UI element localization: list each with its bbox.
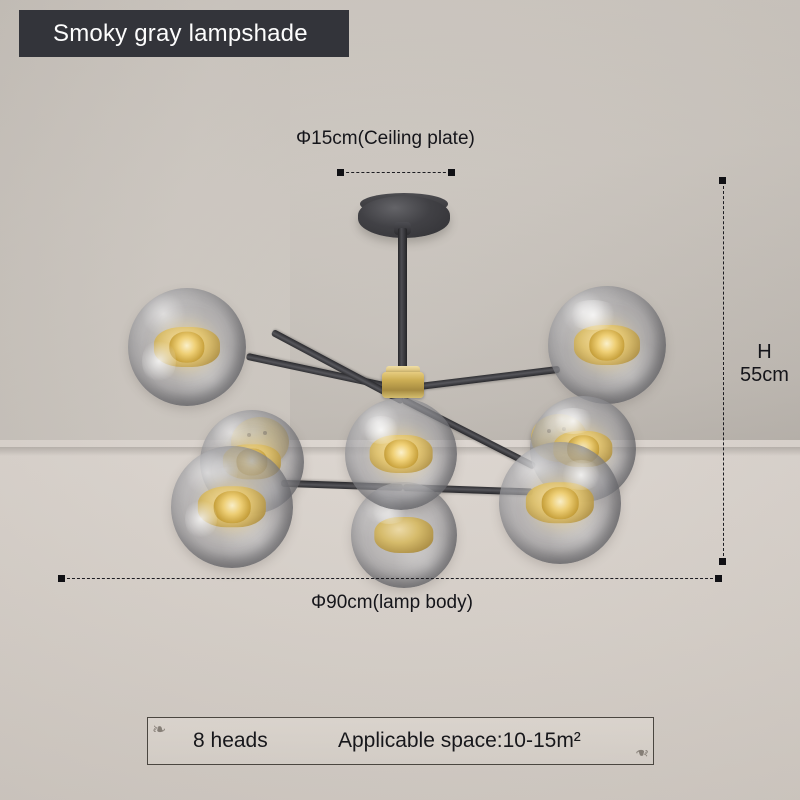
title-text: Smoky gray lampshade xyxy=(53,19,308,47)
dimension-tick xyxy=(58,575,65,582)
height-dimension-line xyxy=(723,181,724,561)
dimension-tick xyxy=(719,558,726,565)
dimension-tick xyxy=(337,169,344,176)
lamp-body-dimension-label: Φ90cm(lamp body) xyxy=(311,592,473,613)
globe-upper-right xyxy=(548,286,666,404)
globe-center xyxy=(345,398,457,510)
dimension-tick xyxy=(715,575,722,582)
ceiling-plate-dimension-label: Φ15cm(Ceiling plate) xyxy=(296,128,475,149)
globe-highlight xyxy=(550,408,596,434)
globe-bulb xyxy=(589,329,625,361)
hub-collar-top xyxy=(386,366,420,377)
drop-rod xyxy=(398,228,407,378)
lamp-body-dimension-line xyxy=(62,578,718,579)
height-symbol: H xyxy=(757,341,772,363)
globe-highlight xyxy=(185,498,217,540)
ceiling-plate-dimension-line xyxy=(341,172,451,173)
globe-highlight xyxy=(559,460,603,490)
flourish-ornament-icon: ❧ xyxy=(634,743,649,762)
globe-upper-left xyxy=(128,288,246,406)
flourish-ornament-icon: ❧ xyxy=(152,720,167,739)
dimension-tick xyxy=(719,177,726,184)
globe-lower-right xyxy=(499,442,621,564)
globe-highlight xyxy=(566,300,620,330)
arm-upper-right xyxy=(402,365,561,392)
globe-bulb xyxy=(213,491,251,523)
dimension-tick xyxy=(448,169,455,176)
globe-lower-left xyxy=(171,446,293,568)
hub-brass-collar xyxy=(382,372,424,398)
spec-box: ❧ ❧ 8 heads Applicable space:10-15m² xyxy=(147,717,654,765)
height-value: 55cm xyxy=(740,364,789,386)
spec-heads-label: 8 heads xyxy=(193,729,268,752)
globe-highlight xyxy=(142,338,176,384)
height-dimension-label: H 55cm xyxy=(740,341,789,387)
title-chip: Smoky gray lampshade xyxy=(19,10,349,57)
globe-bulb xyxy=(541,487,579,519)
globe-bulb xyxy=(384,439,418,469)
globe-highlight xyxy=(361,416,401,444)
spec-space-label: Applicable space:10-15m² xyxy=(338,729,581,752)
